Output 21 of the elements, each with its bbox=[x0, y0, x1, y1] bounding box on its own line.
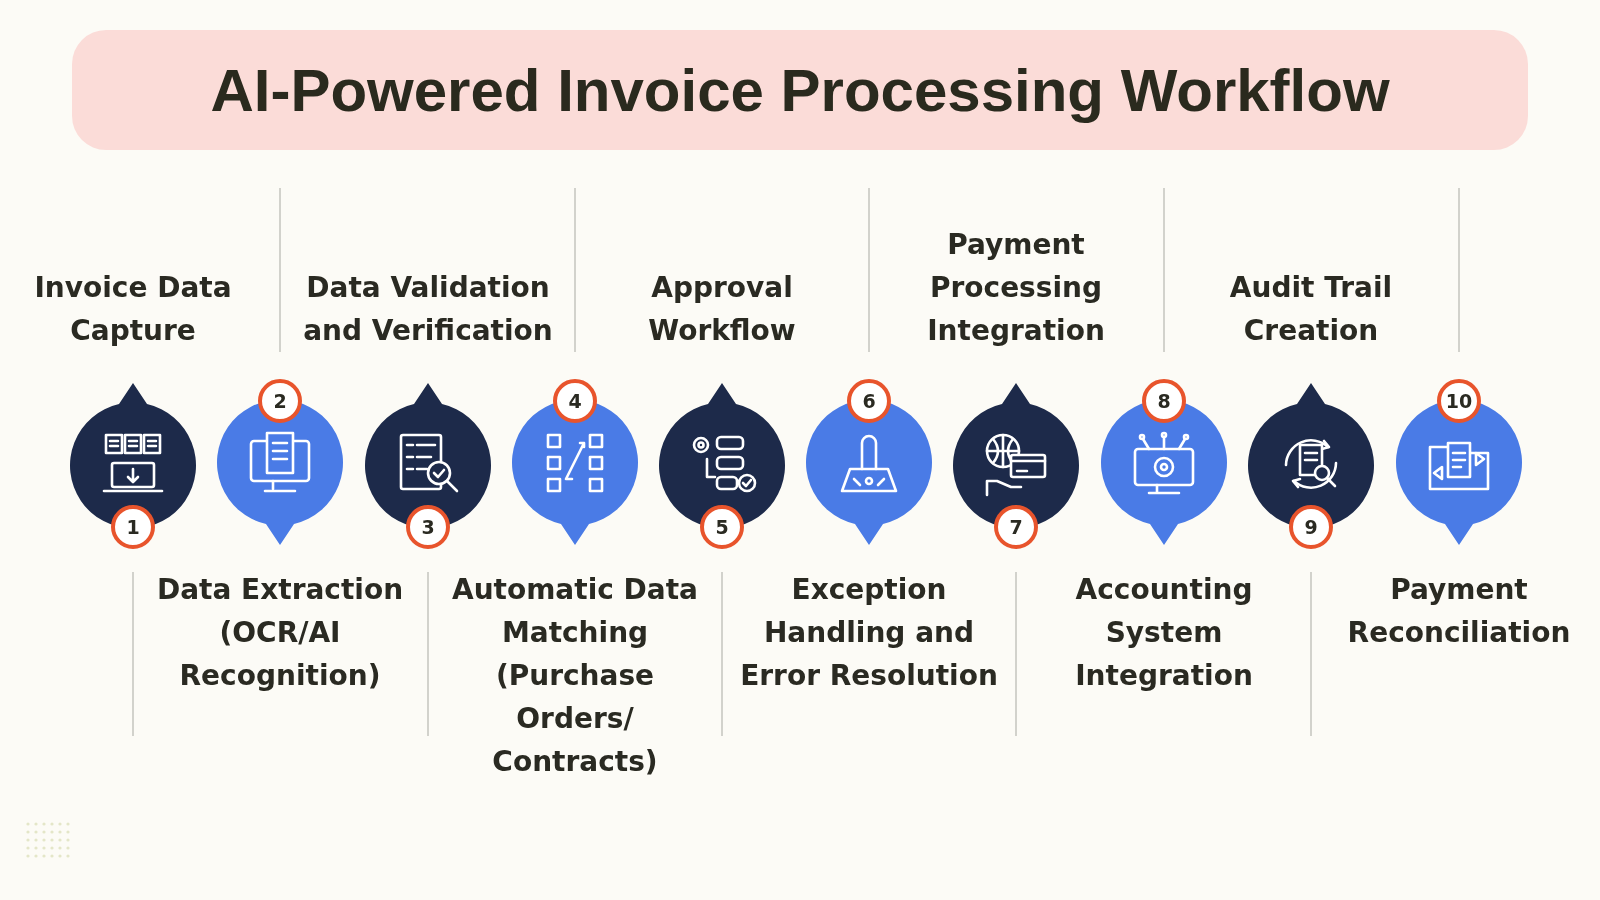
step-title: Data Extraction (OCR/AI Recognition) bbox=[155, 572, 405, 694]
number-badge: 7 bbox=[994, 505, 1038, 549]
step-title: Automatic Data Matching (Purchase Orders/ Contracts) bbox=[450, 572, 699, 780]
step-title: Exception Handling and Error Resolution bbox=[739, 572, 999, 694]
number-badge: 2 bbox=[258, 379, 302, 423]
title: AI-Powered Invoice Processing Workflow bbox=[210, 55, 1390, 125]
step-title: Approval Workflow bbox=[647, 270, 797, 349]
step-title: Payment Processing Integration bbox=[926, 227, 1106, 349]
step-title: Payment Reconciliation bbox=[1346, 572, 1572, 651]
number-badge: 6 bbox=[847, 379, 891, 423]
number-badge: 10 bbox=[1437, 379, 1481, 423]
number-badge: 8 bbox=[1142, 379, 1186, 423]
number-badge: 4 bbox=[553, 379, 597, 423]
step-title: Audit Trail Creation bbox=[1228, 270, 1394, 349]
step-title: Accounting System Integration bbox=[1074, 572, 1254, 694]
number-badge: 1 bbox=[111, 505, 155, 549]
step-title: Data Validation and Verification bbox=[302, 270, 554, 349]
number-badge: 9 bbox=[1289, 505, 1333, 549]
step-title: Invoice Data Capture bbox=[33, 270, 233, 349]
number-badge: 5 bbox=[700, 505, 744, 549]
number-badge: 3 bbox=[406, 505, 450, 549]
